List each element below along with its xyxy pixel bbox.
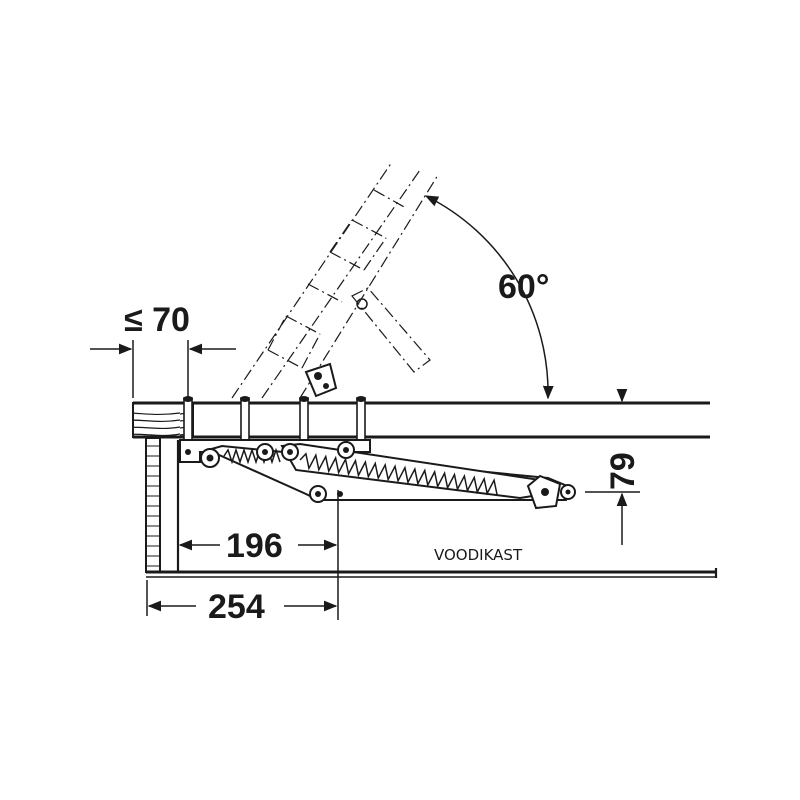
angle-label: 60°: [498, 268, 549, 306]
dimension-254: 254: [146, 580, 338, 626]
screw-4: [356, 396, 366, 443]
lift-mechanism: [200, 441, 576, 510]
dim-196-label: 196: [226, 527, 283, 565]
screw-2: [240, 396, 250, 443]
pivot-plate: [304, 362, 338, 398]
screw-1: [183, 396, 193, 441]
max-gap-label: ≤ 70: [124, 301, 190, 339]
dimension-height: 79: [585, 388, 642, 545]
screw-3: [299, 396, 309, 443]
dimension-max-gap: ≤ 70: [90, 301, 236, 398]
open-frame-phantom: [231, 161, 439, 399]
cabinet-body: [145, 437, 718, 578]
height-label: 79: [604, 452, 642, 490]
bed-panel: [132, 401, 710, 439]
cabinet-caption: VOODIKAST: [434, 546, 523, 564]
dim-254-label: 254: [208, 588, 265, 626]
dimension-196: 196: [178, 490, 339, 620]
dimension-angle: 60°: [424, 195, 554, 400]
